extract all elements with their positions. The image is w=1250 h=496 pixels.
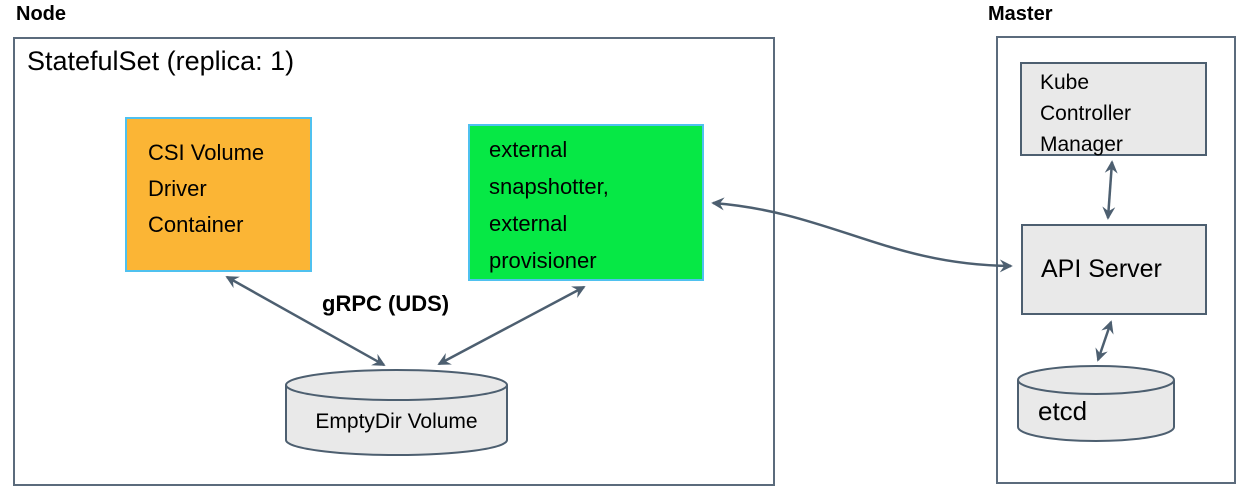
kube-controller-manager-box: Kube Controller Manager bbox=[1020, 62, 1207, 156]
node-group-label: Node bbox=[16, 3, 66, 25]
statefulset-label: StatefulSet (replica: 1) bbox=[27, 46, 295, 76]
emptydir-volume-label: EmptyDir Volume bbox=[315, 410, 478, 433]
grpc-uds-label: gRPC (UDS) bbox=[322, 291, 450, 316]
api-server-box: API Server bbox=[1021, 224, 1207, 315]
etcd-label: etcd bbox=[1038, 396, 1088, 426]
external-snapshotter-provisioner-box: external snapshotter, external provision… bbox=[468, 124, 704, 281]
csi-volume-driver-container-box: CSI Volume Driver Container bbox=[125, 117, 312, 272]
master-group-label: Master bbox=[988, 3, 1053, 25]
